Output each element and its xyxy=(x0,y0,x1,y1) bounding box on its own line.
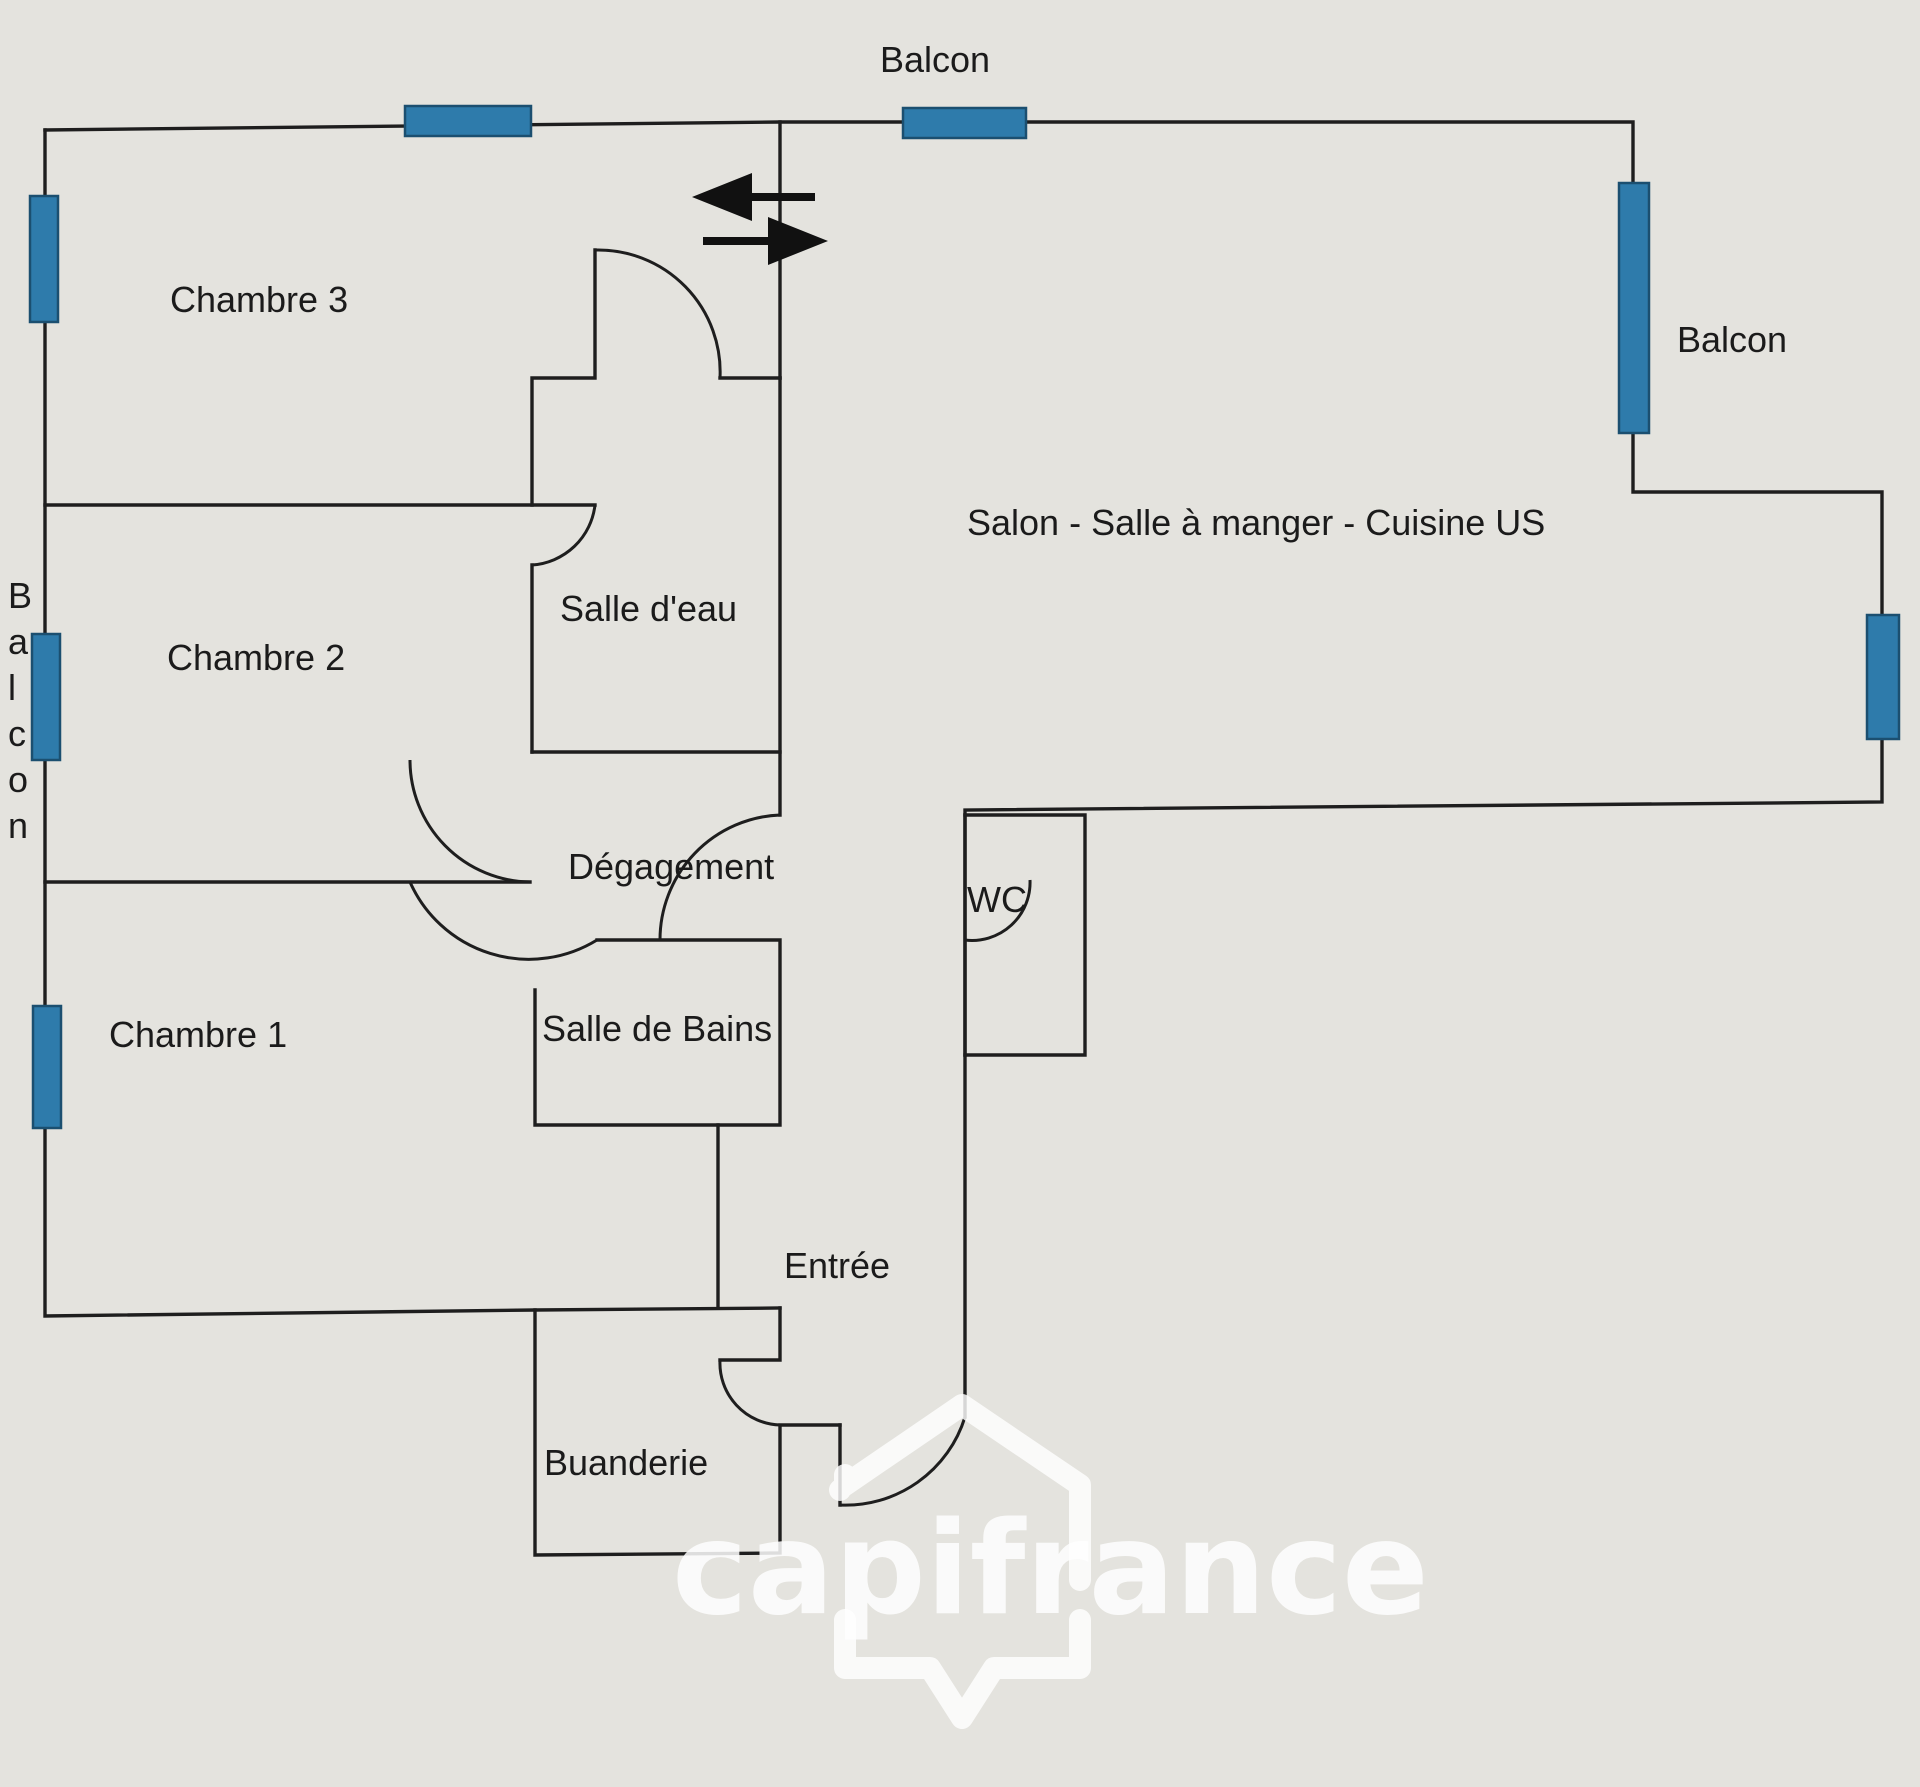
watermark-text: capifrance xyxy=(672,1495,1429,1644)
label-salon: Salon - Salle à manger - Cuisine US xyxy=(967,502,1545,543)
door-chambre-1 xyxy=(408,881,598,961)
door-buanderie xyxy=(718,1359,781,1427)
label-degagement: Dégagement xyxy=(568,846,774,887)
window-chambre-3-top xyxy=(403,104,533,138)
label-balcon-left-letter: o xyxy=(8,759,28,800)
label-balcon-top: Balcon xyxy=(880,39,990,80)
window-salon-right-low xyxy=(1865,613,1901,741)
label-chambre-3: Chambre 3 xyxy=(170,279,348,320)
label-balcon-right: Balcon xyxy=(1677,319,1787,360)
label-salle-eau: Salle d'eau xyxy=(560,588,737,629)
label-salle-bains: Salle de Bains xyxy=(542,1008,772,1049)
label-balcon-left-letter: n xyxy=(8,805,28,846)
label-chambre-1: Chambre 1 xyxy=(109,1014,287,1055)
door-salle-eau xyxy=(531,504,597,567)
door-chambre-2 xyxy=(408,759,531,884)
label-chambre-2: Chambre 2 xyxy=(167,637,345,678)
balcony-labels: Balcon Balcon B a l c o n xyxy=(8,39,1787,846)
label-balcon-left-letter: c xyxy=(8,713,26,754)
interior-walls xyxy=(43,120,1087,1557)
room-labels: Chambre 3 Chambre 2 Chambre 1 Salle d'ea… xyxy=(109,279,1545,1483)
label-wc: WC xyxy=(967,879,1027,920)
window-salon-top xyxy=(901,106,1028,140)
door-entree xyxy=(839,1416,967,1507)
window-salon-right xyxy=(1617,181,1651,435)
window-chambre-2-left xyxy=(30,632,62,762)
doors xyxy=(408,248,1032,1507)
door-degagement xyxy=(658,813,781,941)
door-wc xyxy=(964,879,1032,942)
house-logo-icon xyxy=(829,1394,1091,1591)
label-buanderie: Buanderie xyxy=(544,1442,708,1483)
label-balcon-left-letter: B xyxy=(8,575,32,616)
window-chambre-1-left xyxy=(31,1004,63,1130)
double-arrow-icon xyxy=(692,173,828,265)
door-chambre-3 xyxy=(594,248,722,379)
capifrance-watermark: capifrance xyxy=(672,1394,1429,1729)
label-entree: Entrée xyxy=(784,1245,890,1286)
windows xyxy=(28,104,1901,1130)
label-balcon-left-letter: l xyxy=(8,667,16,708)
window-chambre-3-left xyxy=(28,194,60,324)
label-balcon-left-letter: a xyxy=(8,621,29,662)
